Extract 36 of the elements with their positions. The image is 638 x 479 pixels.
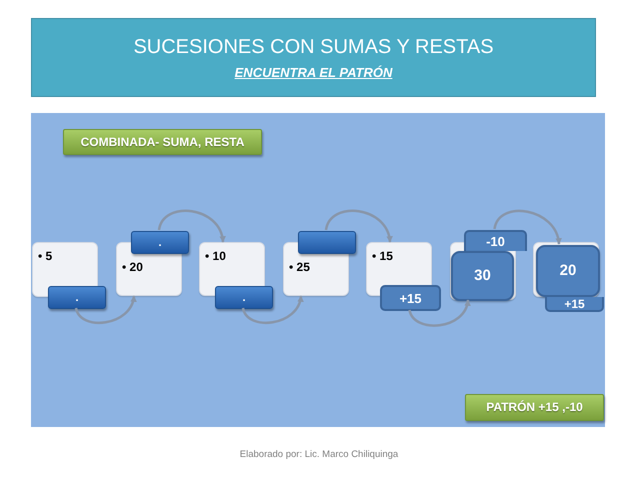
operation-tab <box>215 286 273 309</box>
subtitle-text: ENCUENTRA EL PATRÓN <box>234 64 392 80</box>
number-text: • 25 <box>289 260 310 275</box>
number-text: • 10 <box>205 249 226 264</box>
number-text: • 20 <box>122 260 143 275</box>
number-text: 20 <box>560 262 576 280</box>
operation-text: . <box>75 292 79 304</box>
number-text: • 15 <box>372 249 393 264</box>
curved-arrow <box>158 210 226 243</box>
credit-text: Elaborado por: Lic. Marco Chiliquinga <box>240 449 398 461</box>
operation-text: . <box>242 292 246 304</box>
operation-tab <box>380 285 441 311</box>
curved-arrow <box>324 210 392 243</box>
operation-tab <box>464 230 527 251</box>
curved-arrow <box>242 295 303 324</box>
operation-tab <box>131 231 189 254</box>
title-banner <box>31 18 596 97</box>
category-tag <box>63 129 262 155</box>
operation-text: -10 <box>486 235 505 248</box>
number-text: 30 <box>474 267 491 285</box>
category-tag <box>465 394 604 421</box>
operation-tab <box>298 231 356 254</box>
title-text: SUCESIONES CON SUMAS Y RESTAS <box>133 34 494 58</box>
operation-text: . <box>158 236 162 248</box>
operation-tab <box>545 297 604 312</box>
curved-arrow <box>408 299 470 327</box>
tag-text: COMBINADA- SUMA, RESTA <box>80 134 244 150</box>
content-panel <box>31 113 605 427</box>
operation-tab <box>48 286 106 309</box>
operation-text: +15 <box>564 298 585 310</box>
curved-arrow <box>493 210 562 245</box>
number-text: • 5 <box>38 249 52 264</box>
operation-text: +15 <box>399 292 422 304</box>
number-card <box>451 251 514 301</box>
tag-text: PATRÓN +15 ,-10 <box>486 400 583 415</box>
curved-arrow <box>74 295 136 324</box>
